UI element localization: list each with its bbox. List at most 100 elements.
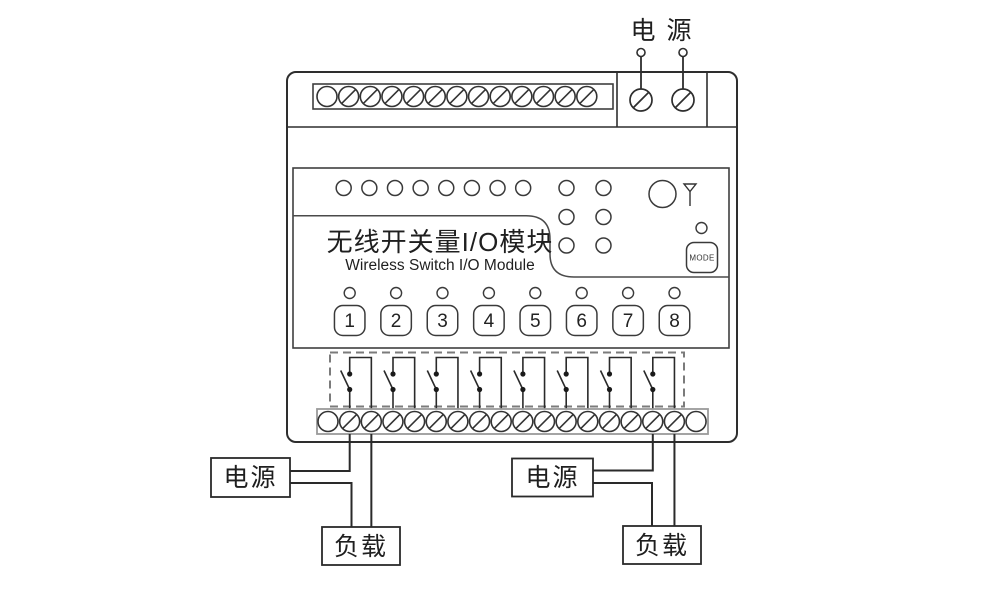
right-power-box-frame xyxy=(511,457,594,498)
status-led-row xyxy=(335,179,532,197)
contact-bracket-wire xyxy=(478,356,503,409)
channel-button-2: 2 xyxy=(380,304,413,337)
screw-terminal xyxy=(555,410,577,433)
contact-bracket-wire xyxy=(608,356,632,409)
contact-dot xyxy=(606,371,613,377)
panel-title-cn: 无线开关量I/O模块 xyxy=(327,227,554,257)
screw-terminal xyxy=(424,85,447,108)
terminal-slash xyxy=(602,414,617,429)
terminal-slash xyxy=(384,89,400,104)
screw-terminal xyxy=(447,410,469,433)
contact-dot xyxy=(477,371,483,377)
screw-terminal xyxy=(490,410,513,433)
contact-dot xyxy=(563,371,569,377)
screw-terminal xyxy=(554,85,576,108)
contact-blade xyxy=(643,370,654,390)
relay-contact xyxy=(556,356,589,409)
relay-contact xyxy=(383,356,416,409)
left-power-label: 电源 xyxy=(223,464,277,492)
contact-dot xyxy=(520,371,526,377)
terminal-slash xyxy=(537,414,552,429)
external-wiring xyxy=(290,434,676,527)
contact-dot xyxy=(433,371,439,377)
channel-button-face xyxy=(426,304,459,337)
power-input-section xyxy=(629,47,695,112)
terminal-slash xyxy=(515,414,531,429)
screw-terminal xyxy=(338,410,361,433)
status-led xyxy=(335,179,352,197)
radio-led xyxy=(648,179,677,209)
terminal-slash xyxy=(558,414,574,429)
power-screw-terminal xyxy=(671,88,695,112)
terminal-slash xyxy=(632,91,650,109)
top-power-label: 电 源 xyxy=(631,17,694,45)
wire xyxy=(593,482,653,526)
status-led xyxy=(361,179,378,197)
terminal-slash xyxy=(492,89,508,104)
right-power-label: 电源 xyxy=(525,464,579,492)
right-power-box: 电源 xyxy=(511,457,594,498)
mode-button-face xyxy=(685,241,719,274)
relay-contact xyxy=(643,356,676,409)
contact-dot xyxy=(563,386,569,393)
terminal-slash xyxy=(514,89,530,104)
left-load-box: 负载 xyxy=(321,526,401,566)
contact-dot xyxy=(520,386,526,393)
contact-bracket-wire xyxy=(348,356,373,409)
left-load-box-frame xyxy=(321,526,401,566)
screw-terminal xyxy=(533,410,556,433)
channel-button-5: 5 xyxy=(519,304,552,337)
channel-button-label: 4 xyxy=(484,311,495,332)
screw-terminal xyxy=(598,410,621,433)
mode-led xyxy=(695,221,708,235)
right-load-box-frame xyxy=(622,525,702,565)
terminal-slash xyxy=(623,414,639,429)
contact-blade xyxy=(469,370,481,390)
channel-button-face xyxy=(565,304,598,337)
bottom-terminal-strip xyxy=(316,408,709,435)
power-lead-dot xyxy=(636,47,646,58)
contact-bracket-wire xyxy=(522,356,546,409)
channel-button-face xyxy=(612,304,645,337)
status-led xyxy=(463,179,481,197)
screw-terminal xyxy=(316,85,338,108)
channel-button-label: 1 xyxy=(344,311,355,332)
terminal-slash xyxy=(580,414,596,429)
terminal-slash xyxy=(341,89,357,104)
status-led xyxy=(386,179,404,197)
status-led xyxy=(595,179,612,197)
screw-terminal xyxy=(663,410,686,433)
terminal-slash xyxy=(363,414,379,429)
screw-terminal xyxy=(576,410,599,433)
contact-bracket-wire xyxy=(652,356,676,409)
screw-terminal xyxy=(685,410,707,433)
terminal-slash xyxy=(449,89,465,104)
contact-dot xyxy=(477,386,483,393)
contact-bracket-wire xyxy=(392,356,416,409)
contact-dot xyxy=(433,386,439,393)
terminal-slash xyxy=(428,414,444,429)
terminal-slash xyxy=(362,89,378,104)
screw-terminal xyxy=(489,85,512,108)
top-terminal-strip-frame xyxy=(312,83,614,110)
channel-button-face xyxy=(380,304,413,337)
channel-button-label: 2 xyxy=(391,311,402,332)
right-load-box: 负载 xyxy=(622,525,702,565)
relay-contact-group xyxy=(339,356,676,409)
wire xyxy=(593,434,654,472)
relay-contact xyxy=(599,356,632,409)
screw-terminal xyxy=(359,85,382,108)
status-led xyxy=(595,208,612,226)
screw-terminal xyxy=(446,85,468,108)
top-terminal-strip xyxy=(312,83,614,110)
channel-button-label: 6 xyxy=(576,311,587,332)
screw-terminal xyxy=(425,410,448,433)
screw-terminal xyxy=(403,410,426,433)
channel-led xyxy=(575,286,588,300)
contact-bracket-wire xyxy=(435,356,459,409)
power-screw-terminal xyxy=(629,88,653,112)
contact-dot xyxy=(390,371,396,377)
channel-button-label: 3 xyxy=(437,311,448,332)
contact-dot xyxy=(650,386,656,393)
